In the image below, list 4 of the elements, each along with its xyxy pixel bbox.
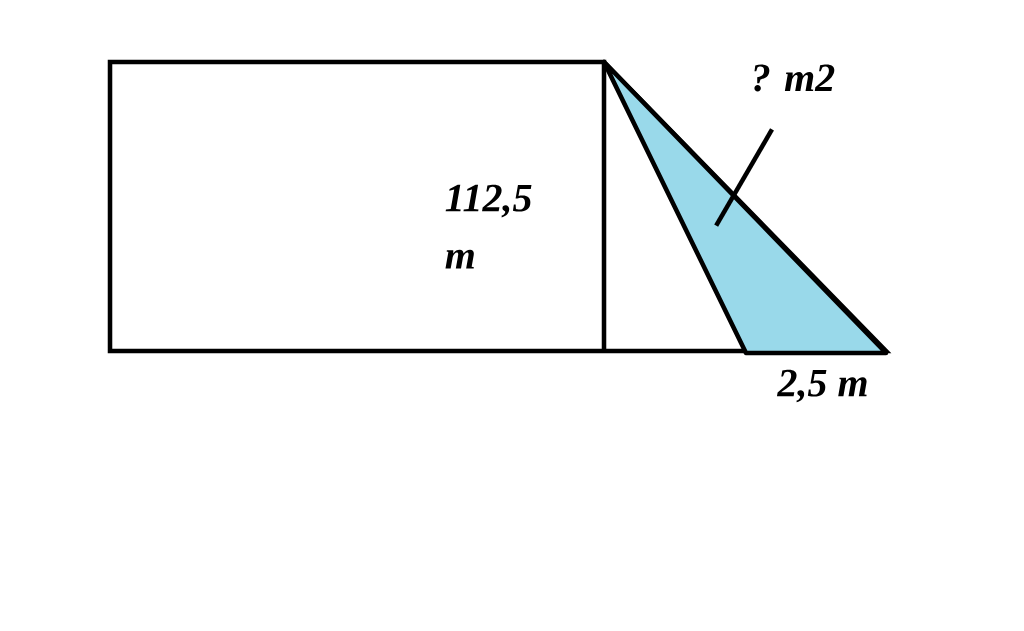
leader-line [714,128,774,227]
shaded-triangle [601,59,889,356]
area-label: ? m2 [754,64,835,92]
dimension-label: 112,5 m [445,184,532,269]
